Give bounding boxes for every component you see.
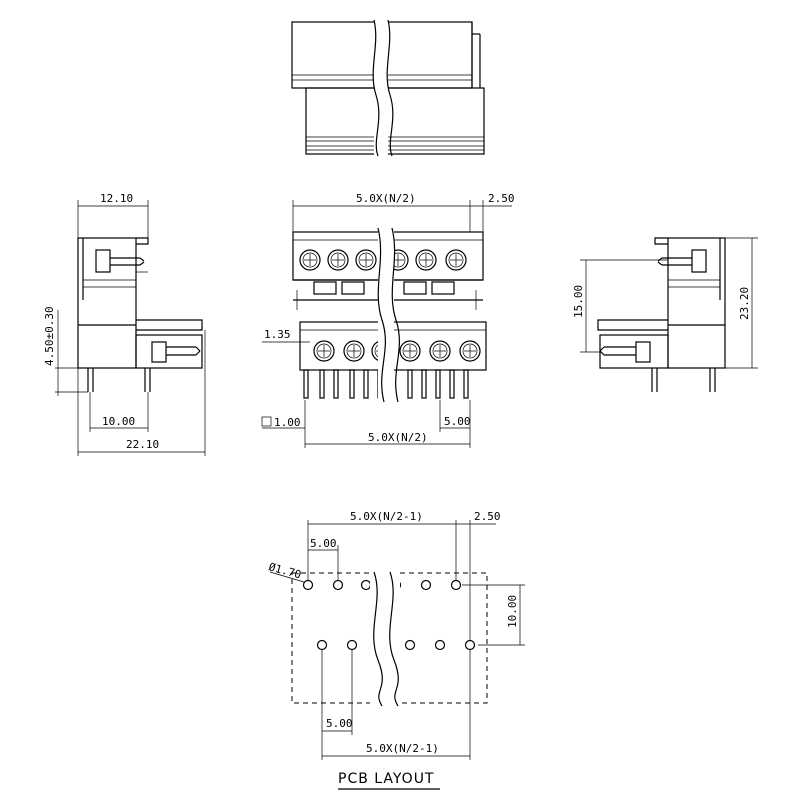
pin <box>303 369 309 399</box>
pcb-layout: 5.0X(N/2-1) 2.50 5.00 Ø1.70 10.00 5.00 5… <box>267 510 525 790</box>
front-width-top-label: 5.0X(N/2) <box>356 192 416 205</box>
pcb-hole <box>332 579 344 591</box>
pin <box>407 369 413 399</box>
top-view <box>291 18 485 158</box>
pcb-hole <box>346 639 358 651</box>
front-pin-size-label: 1.00 <box>274 416 301 429</box>
pcb-hole <box>360 579 372 591</box>
terminal-screw <box>355 249 377 271</box>
pcb-offset-top-label: 2.50 <box>474 510 501 523</box>
pcb-pitch-bottom-label: 5.00 <box>326 717 353 730</box>
right-height-total-label: 23.20 <box>738 287 751 320</box>
left-side-view: 12.10 4.50±0.30 10.00 22.10 <box>43 192 206 456</box>
pin <box>319 369 325 399</box>
pcb-hole <box>464 639 476 651</box>
pin <box>463 369 469 399</box>
pin <box>363 369 369 399</box>
terminal-screw <box>299 249 321 271</box>
pcb-hole-diameter-label: Ø1.70 <box>267 560 302 581</box>
front-offset-top-label: 2.50 <box>488 192 515 205</box>
pin <box>435 369 441 399</box>
pcb-width-top-label: 5.0X(N/2-1) <box>350 510 423 523</box>
front-view: 5.0X(N/2) 2.50 1.35 1.00 5.00 5.0X(N/2) <box>261 192 515 448</box>
terminal-screw <box>459 340 481 362</box>
pcb-row-spacing-label: 10.00 <box>506 595 519 628</box>
front-width-bottom-label: 5.0X(N/2) <box>368 431 428 444</box>
pcb-hole <box>420 579 432 591</box>
terminal-screw <box>313 340 335 362</box>
right-height-inner-label: 15.00 <box>572 285 585 318</box>
terminal-screw <box>343 340 365 362</box>
front-pitch-label: 5.00 <box>444 415 471 428</box>
terminal-screw <box>429 340 451 362</box>
pin <box>333 369 339 399</box>
pcb-hole <box>316 639 328 651</box>
terminal-screw <box>445 249 467 271</box>
terminal-screw <box>415 249 437 271</box>
pin <box>421 369 427 399</box>
left-depth-top-label: 12.10 <box>100 192 133 205</box>
upper-terminal-row <box>299 249 467 271</box>
pcb-pitch-top-label: 5.00 <box>310 537 337 550</box>
pcb-hole <box>450 579 462 591</box>
pcb-layout-title: PCB LAYOUT <box>338 771 435 787</box>
pcb-hole <box>404 639 416 651</box>
pcb-hole <box>434 639 446 651</box>
left-depth-bottom-label: 22.10 <box>126 438 159 451</box>
front-offset-left-label: 1.35 <box>264 328 291 341</box>
left-row-spacing-label: 10.00 <box>102 415 135 428</box>
pin <box>349 369 355 399</box>
terminal-screw <box>327 249 349 271</box>
pin <box>449 369 455 399</box>
right-side-view: 15.00 23.20 <box>572 237 758 392</box>
pcb-hole <box>302 579 314 591</box>
lower-terminal-row <box>313 340 481 362</box>
pcb-width-bottom-label: 5.0X(N/2-1) <box>366 742 439 755</box>
left-pin-height-label: 4.50±0.30 <box>43 306 56 366</box>
terminal-screw <box>399 340 421 362</box>
